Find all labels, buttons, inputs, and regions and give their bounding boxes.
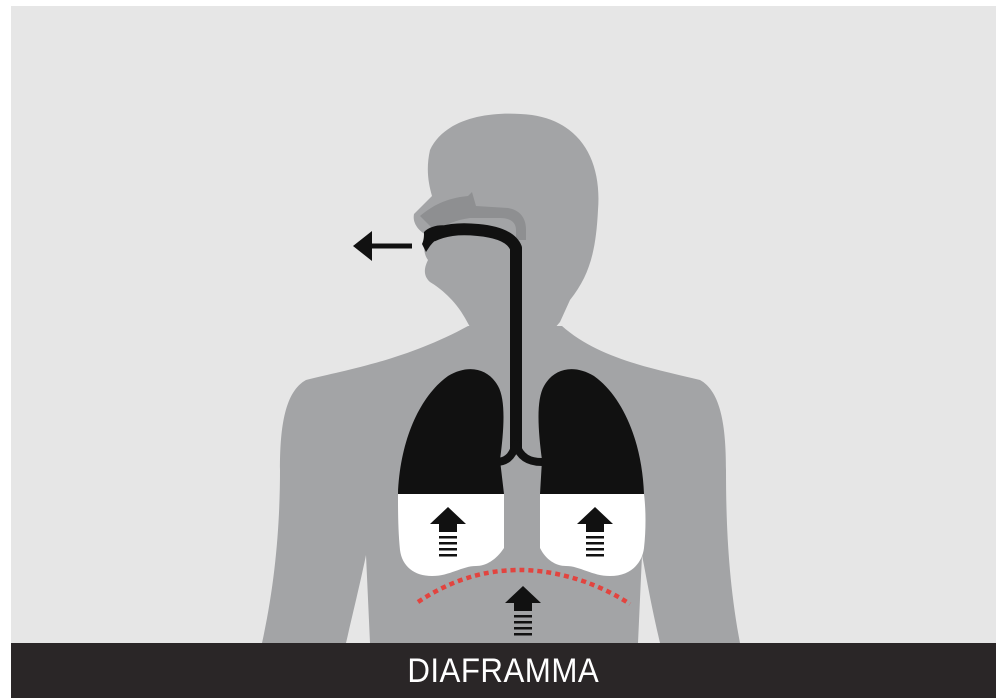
diaphragm-caption: DIAFRAMMA (408, 654, 600, 688)
right-lung-lower (540, 494, 646, 576)
caption-bar: DIAFRAMMA (11, 643, 996, 698)
